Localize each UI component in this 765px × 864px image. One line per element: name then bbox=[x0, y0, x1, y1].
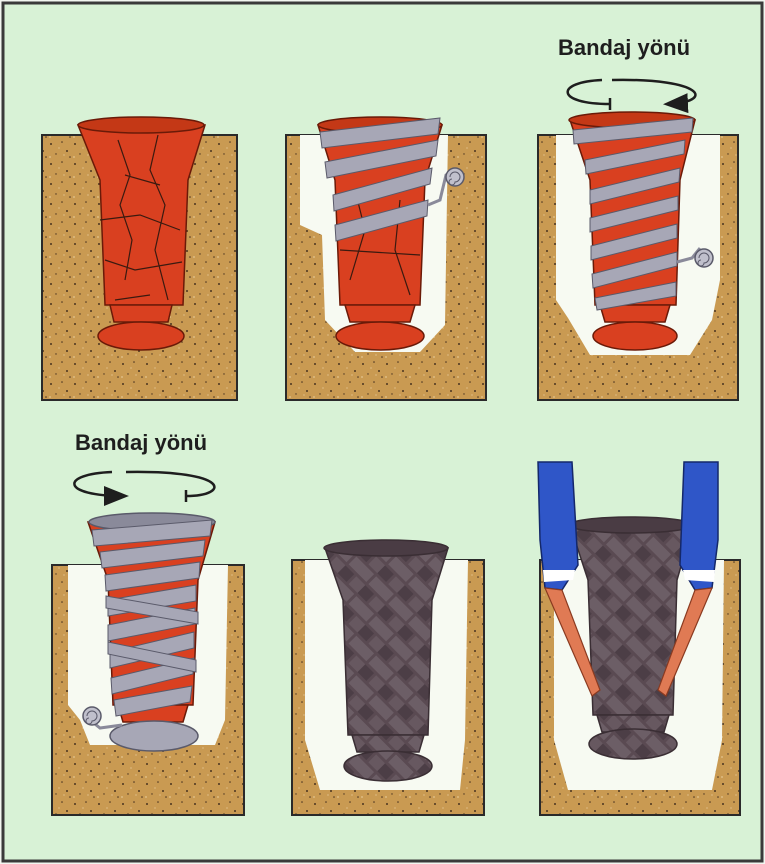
panel-step-5 bbox=[292, 540, 484, 815]
bandage-roll-icon bbox=[83, 707, 101, 725]
bandage-roll-icon bbox=[695, 249, 713, 267]
panel-step-2 bbox=[286, 117, 486, 400]
direction-label: Bandaj yönü bbox=[558, 35, 690, 60]
panel-step-1 bbox=[42, 117, 237, 400]
direction-label: Bandaj yönü bbox=[75, 430, 207, 455]
bandage-roll-icon bbox=[446, 168, 464, 186]
